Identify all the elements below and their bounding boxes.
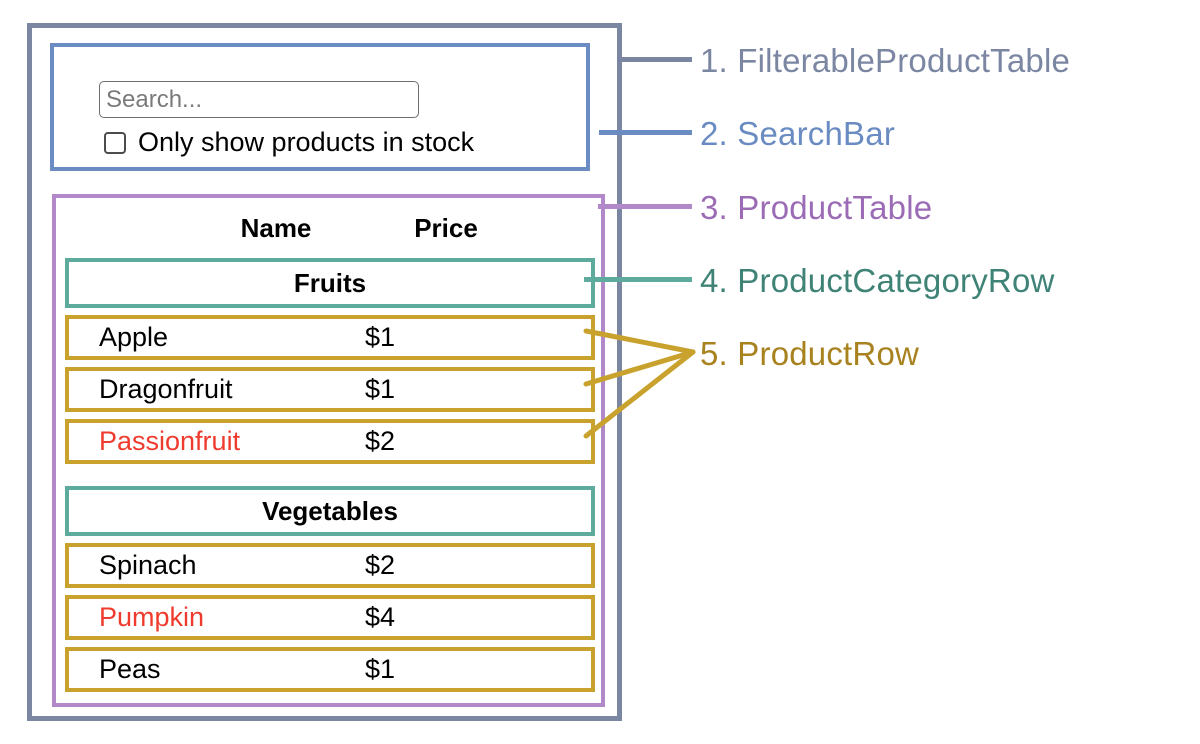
column-header-name: Name — [240, 213, 312, 243]
product-name: Pumpkin — [99, 602, 205, 632]
annotation-text: FilterableProductTable — [737, 42, 1071, 79]
product-price: $1 — [365, 322, 396, 352]
annotation-label-5: 5. ProductRow — [700, 337, 919, 370]
product-row: Apple $1 — [65, 315, 595, 360]
category-label: Fruits — [293, 267, 367, 298]
product-category-row: Fruits — [65, 258, 595, 308]
column-header-price: Price — [414, 213, 478, 243]
annotation-label-4: 4. ProductCategoryRow — [700, 264, 1055, 297]
annotation-text: ProductTable — [737, 189, 933, 226]
table-header-row: Name Price — [56, 206, 601, 251]
product-price: $1 — [365, 374, 396, 404]
product-row: Pumpkin $4 — [65, 595, 595, 640]
section-spacer — [65, 471, 595, 486]
annotation-label-1: 1. FilterableProductTable — [700, 44, 1070, 77]
annotation-number: 5. — [700, 335, 728, 372]
product-price: $2 — [365, 550, 396, 580]
product-name: Passionfruit — [99, 426, 241, 456]
product-row: Passionfruit $2 — [65, 419, 595, 464]
annotation-text: SearchBar — [737, 115, 896, 152]
search-input[interactable] — [99, 81, 419, 118]
in-stock-checkbox-row[interactable]: Only show products in stock — [104, 129, 474, 156]
filterable-product-table-frame: Only show products in stock Name Price F… — [27, 23, 622, 721]
search-bar-frame: Only show products in stock — [50, 43, 590, 171]
annotation-label-3: 3. ProductTable — [700, 191, 932, 224]
annotation-text: ProductCategoryRow — [737, 262, 1055, 299]
product-name: Apple — [99, 322, 169, 352]
annotation-text: ProductRow — [737, 335, 920, 372]
product-name: Dragonfruit — [99, 374, 233, 404]
leader-line-1 — [620, 57, 692, 62]
product-row: Dragonfruit $1 — [65, 367, 595, 412]
product-row: Spinach $2 — [65, 543, 595, 588]
annotation-label-2: 2. SearchBar — [700, 117, 895, 150]
checkbox-icon[interactable] — [104, 131, 126, 154]
product-name: Peas — [99, 654, 161, 684]
product-price: $2 — [365, 426, 396, 456]
product-price: $4 — [365, 602, 396, 632]
product-table-frame: Name Price Fruits Apple $1 Dragonfruit $… — [52, 194, 605, 707]
product-name: Spinach — [99, 550, 197, 580]
in-stock-checkbox-label: Only show products in stock — [138, 127, 475, 157]
category-label: Vegetables — [262, 495, 398, 526]
annotation-number: 3. — [700, 189, 728, 226]
product-table-body: Fruits Apple $1 Dragonfruit $1 Passionfr… — [65, 258, 595, 699]
annotation-number: 2. — [700, 115, 728, 152]
product-category-row: Vegetables — [65, 486, 595, 536]
product-price: $1 — [365, 654, 396, 684]
annotation-number: 1. — [700, 42, 728, 79]
annotation-number: 4. — [700, 262, 728, 299]
product-row: Peas $1 — [65, 647, 595, 692]
